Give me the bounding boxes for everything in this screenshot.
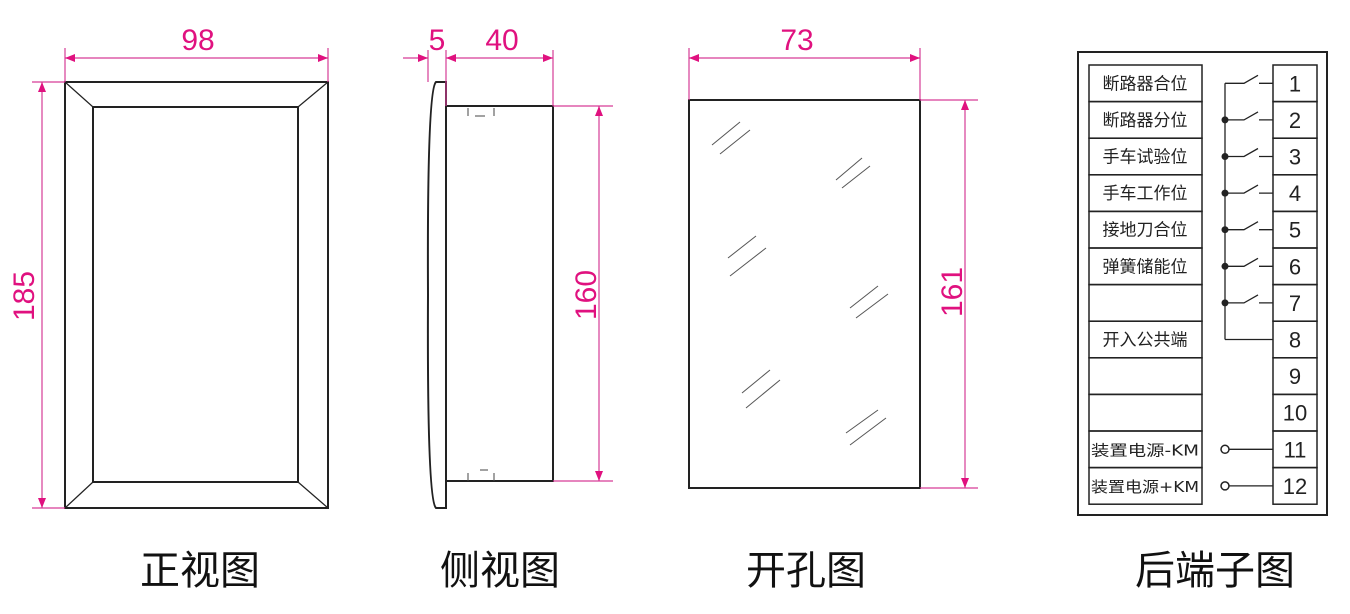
switch-contact-symbol (1225, 147, 1273, 158)
terminal-rows: 断路器合位 1 断路器分位 2 手车试验位 3 手车工作位 4 接地刀合位 5 弹簧储能位 6 7 开入公… (1088, 64, 1318, 505)
terminal-row: 装置电源+KM 12 (1088, 466, 1318, 505)
power-terminal-symbol (1220, 481, 1230, 491)
terminal-view: 断路器合位 1 断路器分位 2 手车试验位 3 手车工作位 4 接地刀合位 5 弹簧储能位 6 7 开入公… (1077, 51, 1328, 594)
power-terminal-symbol (1220, 444, 1230, 455)
cutout-view-caption: 开孔图 (746, 548, 866, 594)
terminal-label-cell (1088, 466, 1203, 505)
switch-contact-symbol (1225, 294, 1273, 304)
terminal-label: 接地刀合位 (1103, 221, 1188, 241)
terminal-row: 手车试验位 3 (1088, 137, 1318, 176)
terminal-row: 开入公共端 8 (1088, 320, 1318, 359)
terminal-number: 2 (1289, 108, 1301, 133)
front-width-dimension (64, 48, 329, 82)
side-height-dimension (553, 105, 613, 482)
terminal-label: 开入公共端 (1103, 331, 1188, 351)
terminal-label: 装置电源+KM (1091, 478, 1199, 496)
side-plate-label: 5 (429, 24, 446, 57)
terminal-row: 断路器合位 1 (1088, 64, 1318, 103)
terminal-label: 断路器分位 (1103, 111, 1188, 131)
terminal-number: 1 (1289, 71, 1301, 96)
terminal-row: 接地刀合位 5 (1088, 210, 1318, 249)
terminal-row: 断路器分位 2 (1088, 100, 1318, 139)
terminal-row: 10 (1088, 393, 1318, 432)
side-clips (467, 108, 495, 481)
front-height-dimension (32, 81, 65, 509)
terminal-row: 弹簧储能位 6 (1088, 247, 1318, 286)
side-depth-label: 40 (485, 24, 518, 57)
cutout-outline (688, 99, 921, 489)
terminal-view-caption: 后端子图 (1135, 548, 1295, 594)
cutout-height-label: 161 (936, 267, 969, 317)
front-view-caption: 正视图 (140, 548, 260, 594)
terminal-label: 断路器合位 (1103, 74, 1188, 94)
cutout-width-label: 73 (780, 24, 813, 57)
side-front-plate (426, 81, 447, 509)
front-view: 98 185 正视图 (8, 24, 329, 594)
terminal-label: 装置电源-KM (1091, 441, 1199, 459)
terminal-row: 9 (1088, 357, 1318, 396)
switch-contact-symbol (1225, 74, 1273, 84)
switch-contact-symbol (1225, 257, 1273, 267)
terminal-number: 9 (1289, 364, 1301, 389)
terminal-row: 手车工作位 4 (1088, 174, 1318, 213)
front-width-label: 98 (181, 24, 214, 57)
terminal-number: 7 (1289, 291, 1301, 316)
terminal-label: 手车试验位 (1103, 148, 1188, 168)
terminal-row: 装置电源-KM 11 (1088, 430, 1318, 469)
terminal-number: 11 (1284, 437, 1307, 462)
terminal-label-cell (1088, 393, 1203, 432)
terminal-label-cell (1088, 357, 1203, 396)
terminal-number: 5 (1289, 218, 1301, 243)
cutout-height-dimension (920, 99, 978, 489)
glass-hatch-marks (711, 121, 889, 446)
terminal-label: 弹簧储能位 (1103, 257, 1188, 277)
terminal-number: 8 (1289, 328, 1301, 353)
terminal-row: 7 (1088, 283, 1318, 322)
bevel-lines (64, 81, 329, 509)
side-view: 5 40 160 侧视图 (403, 24, 613, 594)
side-view-caption: 侧视图 (440, 548, 560, 594)
terminal-number: 6 (1289, 254, 1301, 279)
switch-contact-symbol (1225, 184, 1273, 194)
cutout-width-dimension (688, 48, 921, 100)
cutout-view: 73 161 开孔图 (688, 24, 978, 594)
front-panel-window (92, 106, 299, 483)
front-height-label: 185 (8, 271, 41, 321)
terminal-number: 10 (1283, 401, 1307, 426)
terminal-number: 4 (1289, 181, 1301, 206)
side-body (445, 105, 554, 482)
switch-contact-symbol (1225, 111, 1273, 121)
terminal-outline (1077, 51, 1328, 516)
side-plate-dimension (403, 50, 554, 106)
terminal-label: 手车工作位 (1103, 184, 1188, 204)
switch-contact-symbol (1225, 221, 1273, 231)
terminal-number: 3 (1289, 145, 1301, 170)
terminal-number: 12 (1283, 474, 1307, 499)
side-height-label: 160 (570, 270, 603, 320)
terminal-label-cell (1088, 283, 1203, 322)
front-panel-outline (64, 81, 329, 509)
